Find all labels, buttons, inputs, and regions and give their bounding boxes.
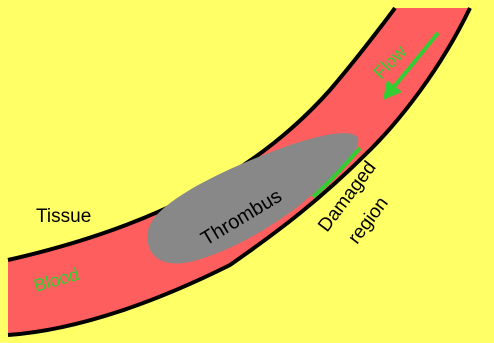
tissue-label: Tissue [36,206,91,227]
